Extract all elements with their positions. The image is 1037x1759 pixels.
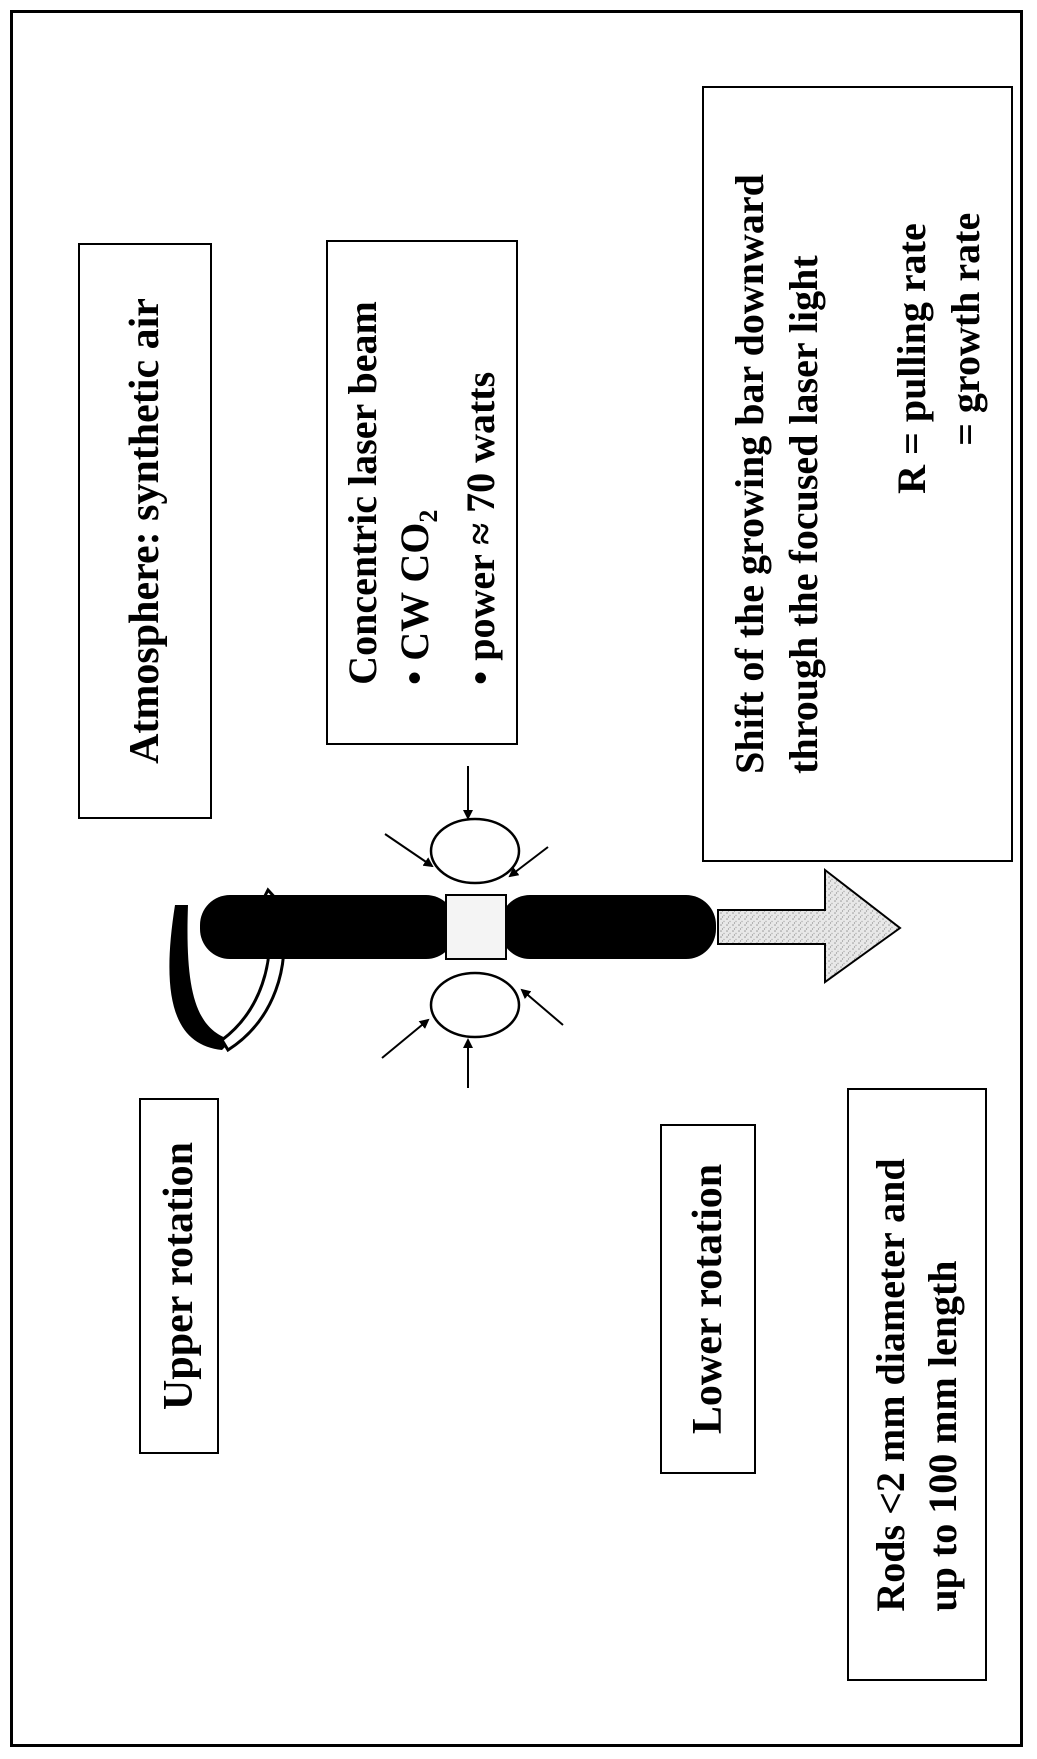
shift-box: Shift of the growing bar downward throug… <box>702 86 1013 862</box>
upper-rotation-box: Upper rotation <box>139 1098 219 1454</box>
rods-box: Rods <2 mm diameter and up to 100 mm len… <box>847 1088 987 1681</box>
laser-focus-ring-lower <box>429 817 521 885</box>
laser-arrow-icon <box>384 833 434 868</box>
downward-shift-arrow-icon <box>717 867 902 984</box>
laser-box: Concentric laser beam • CW CO2 • power ≈… <box>326 240 518 745</box>
upper-rotation-arrow-icon <box>169 905 232 1050</box>
laser-arrow-icon <box>381 1018 430 1059</box>
laser-arrow-icon <box>508 846 549 878</box>
lower-rotation-box: Lower rotation <box>660 1124 756 1474</box>
crystal-rod-upper <box>200 895 456 959</box>
laser-arrow-icon <box>520 988 564 1026</box>
atmosphere-box: Atmosphere: synthetic air <box>78 243 212 819</box>
laser-focus-ring-upper <box>429 971 521 1039</box>
crystal-rod-lower <box>500 895 716 959</box>
molten-zone <box>445 894 507 960</box>
